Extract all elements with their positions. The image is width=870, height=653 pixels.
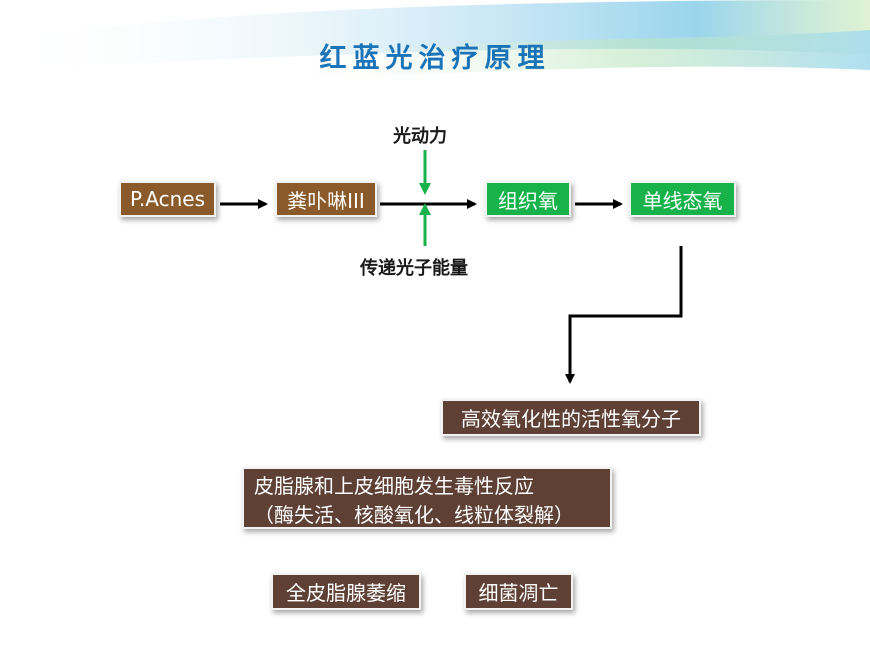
label-photodynamic: 光动力 — [393, 126, 447, 147]
arrow-singlet-to-active-oxygen — [565, 246, 683, 384]
toxic-reaction-line-1: 皮脂腺和上皮细胞发生毒性反应 — [254, 474, 534, 498]
node-tissue-oxygen: 组织氧 — [485, 181, 571, 217]
node-toxic-reaction: 皮脂腺和上皮细胞发生毒性反应 （酶失活、核酸氧化、线粒体裂解） — [242, 467, 612, 529]
node-porphyrin: 粪卟啉III — [275, 181, 377, 217]
header-swoosh-decoration — [0, 0, 870, 80]
toxic-reaction-line-2: （酶失活、核酸氧化、线粒体裂解） — [254, 503, 574, 527]
page-title: 红蓝光治疗原理 — [319, 43, 551, 74]
label-photon-energy: 传递光子能量 — [360, 258, 468, 279]
node-gland-atrophy: 全皮脂腺萎缩 — [271, 573, 421, 610]
node-bacteria-death: 细菌凋亡 — [464, 573, 573, 610]
node-pacnes: P.Acnes — [119, 181, 216, 217]
node-singlet-oxygen: 单线态氧 — [629, 181, 736, 217]
node-active-oxygen: 高效氧化性的活性氧分子 — [441, 399, 701, 436]
